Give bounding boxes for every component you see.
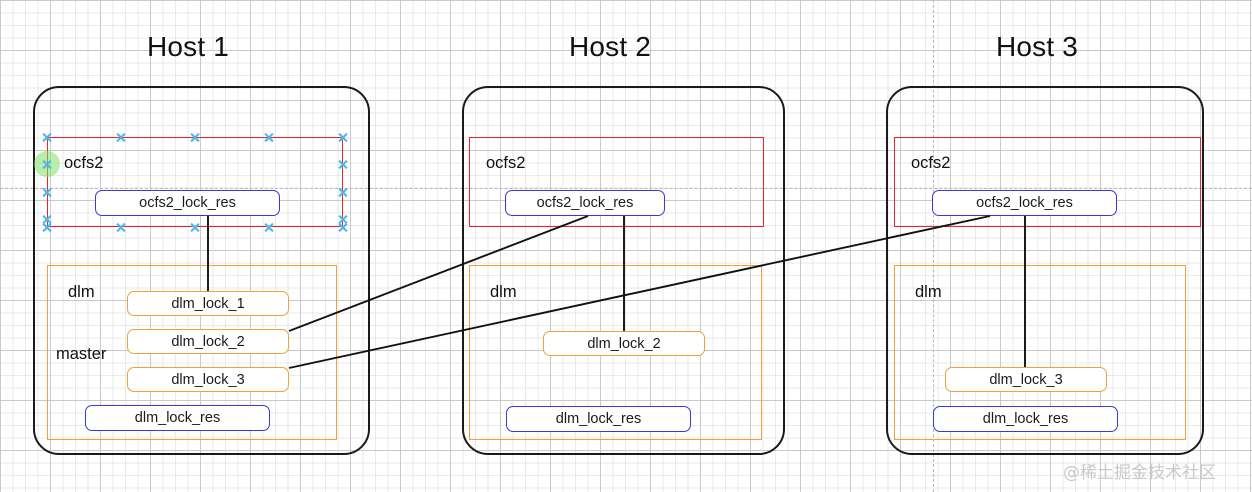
resize-handle-e[interactable] [338,187,349,198]
node-dlm-lock-3-host3[interactable]: dlm_lock_3 [945,367,1107,392]
resize-handle-s2[interactable] [264,222,275,233]
ocfs2-label-3: ocfs2 [911,154,951,172]
host-title-2: Host 2 [568,31,652,62]
host-title-3: Host 3 [995,31,1079,62]
node-dlm-lock-res-2[interactable]: dlm_lock_res [506,406,691,432]
dlm-label-1: dlm [68,283,95,301]
watermark-text: @稀土掘金技术社区 [1063,463,1216,483]
dlm-master-label-1: master [56,345,107,363]
node-ocfs2-lock-res-1[interactable]: ocfs2_lock_res [95,190,280,216]
node-dlm-lock-3[interactable]: dlm_lock_3 [127,367,289,392]
dlm-label-2: dlm [490,283,517,301]
resize-handle-n1[interactable] [116,132,127,143]
node-dlm-lock-res-3[interactable]: dlm_lock_res [933,406,1118,432]
resize-handle-n2[interactable] [264,132,275,143]
node-dlm-lock-1[interactable]: dlm_lock_1 [127,291,289,316]
resize-handle-sw[interactable] [42,222,53,233]
node-ocfs2-lock-res-2[interactable]: ocfs2_lock_res [505,190,665,216]
node-dlm-lock-2[interactable]: dlm_lock_2 [127,329,289,354]
resize-handle-e1[interactable] [338,159,349,170]
resize-handle-s[interactable] [190,222,201,233]
resize-handle-w1[interactable] [42,159,53,170]
ocfs2-label-2: ocfs2 [486,154,526,172]
dlm-label-3: dlm [915,283,942,301]
horizontal-guide [0,188,1252,189]
ocfs2-group-3[interactable] [894,137,1201,227]
ocfs2-label-1: ocfs2 [64,154,104,172]
resize-handle-s1[interactable] [116,222,127,233]
resize-handle-n[interactable] [190,132,201,143]
host-title-1: Host 1 [146,31,230,62]
resize-handle-nw[interactable] [42,132,53,143]
resize-handle-ne[interactable] [338,132,349,143]
resize-handle-w[interactable] [42,187,53,198]
node-dlm-lock-2-host2[interactable]: dlm_lock_2 [543,331,705,356]
node-dlm-lock-res-1[interactable]: dlm_lock_res [85,405,270,431]
node-ocfs2-lock-res-3[interactable]: ocfs2_lock_res [932,190,1117,216]
resize-handle-se[interactable] [338,222,349,233]
